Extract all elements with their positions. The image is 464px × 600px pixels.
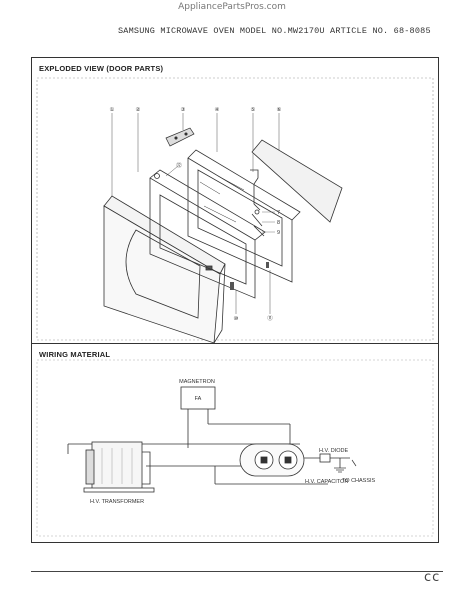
hv-transformer-label: H.V. TRANSFORMER xyxy=(90,499,144,505)
bottom-rule xyxy=(31,571,443,572)
callout-12: ⑫ xyxy=(176,161,182,169)
door-screen-panel xyxy=(251,139,343,223)
exploded-view-title: EXPLODED VIEW (DOOR PARTS) xyxy=(39,64,164,73)
callout-1: ① xyxy=(110,106,115,113)
hv-diode: H.V. DIODE xyxy=(319,448,348,463)
chassis-ground-icon xyxy=(334,459,357,473)
callout-11: ⑪ xyxy=(267,314,273,322)
magnetron: MAGNETRON FA xyxy=(179,379,216,410)
callout-6: ⑥ xyxy=(277,106,282,113)
watermark: AppliancePartsPros.com xyxy=(178,2,286,12)
fa-terminal-label: FA xyxy=(195,396,202,402)
to-chassis-label: TO CHASSIS xyxy=(342,478,376,484)
document-header: SAMSUNG MICROWAVE OVEN MODEL NO.MW2170U … xyxy=(118,26,431,36)
page-mark: cc xyxy=(424,570,441,585)
hv-capacitor xyxy=(239,443,305,477)
callout-4: ④ xyxy=(215,106,220,113)
callout-8: 8 xyxy=(277,220,280,226)
callout-7: 7 xyxy=(277,210,280,216)
section-divider xyxy=(31,343,439,344)
magnetron-label: MAGNETRON xyxy=(179,379,215,385)
callout-9: 9 xyxy=(277,230,280,236)
hinge-bracket xyxy=(165,127,195,147)
content-frame xyxy=(31,57,439,543)
hv-transformer xyxy=(83,441,155,493)
door-latch xyxy=(250,169,265,237)
hv-diode-label: H.V. DIODE xyxy=(319,448,348,454)
callout-3: ③ xyxy=(181,106,186,113)
door-front-panel xyxy=(103,195,226,344)
callout-5: ⑤ xyxy=(251,106,256,113)
hv-capacitor-label: H.V. CAPACITOR xyxy=(305,479,348,485)
wiring-material-title: WIRING MATERIAL xyxy=(39,350,111,359)
callout-10: ⑩ xyxy=(234,315,239,322)
callout-2: ② xyxy=(136,106,141,113)
